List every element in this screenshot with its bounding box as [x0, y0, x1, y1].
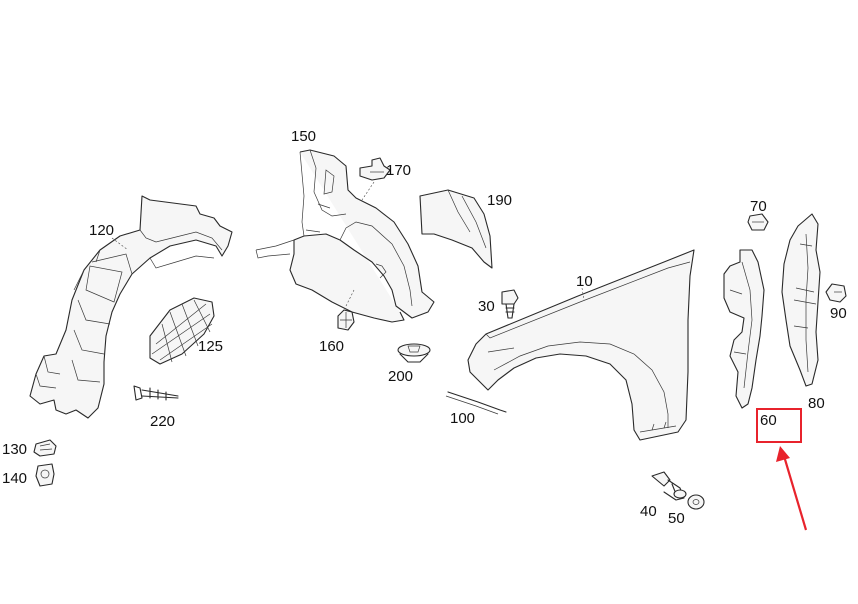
label-170: 170: [386, 162, 411, 179]
trim-strip-100[interactable]: [445, 391, 507, 415]
fastener-160[interactable]: [337, 309, 355, 331]
label-90: 90: [830, 305, 847, 322]
screw-30[interactable]: [501, 289, 519, 319]
highlight-box: [756, 408, 802, 443]
push-pin-90[interactable]: [825, 283, 847, 303]
wheel-arch-liner-150[interactable]: [255, 149, 435, 323]
label-30: 30: [478, 298, 495, 315]
label-120: 120: [89, 222, 114, 239]
clip-70[interactable]: [747, 213, 769, 231]
spreader-clip-170[interactable]: [359, 157, 391, 181]
label-40: 40: [640, 503, 657, 520]
nut-clip-140[interactable]: [35, 463, 55, 487]
leader-160: [345, 289, 355, 307]
label-100: 100: [450, 410, 475, 427]
highlight-arrow: [776, 446, 808, 531]
label-160: 160: [319, 338, 344, 355]
label-125: 125: [198, 338, 223, 355]
bolt-40[interactable]: [651, 471, 687, 501]
label-10: 10: [576, 273, 593, 290]
label-50: 50: [668, 510, 685, 527]
insulation-pad-190[interactable]: [419, 189, 493, 269]
label-150: 150: [291, 128, 316, 145]
seal-bracket-60[interactable]: [723, 249, 765, 409]
leader-120: [111, 237, 129, 251]
leader-170: [361, 181, 375, 201]
wheel-arch-liner-120[interactable]: [29, 195, 233, 419]
label-80: 80: [808, 395, 825, 412]
front-fender-10[interactable]: [467, 249, 695, 441]
label-70: 70: [750, 198, 767, 215]
grille-insert-125[interactable]: [149, 297, 215, 365]
label-190: 190: [487, 192, 512, 209]
washer-50[interactable]: [687, 494, 705, 510]
label-140: 140: [2, 470, 27, 487]
label-220: 220: [150, 413, 175, 430]
expansion-nut-200[interactable]: [397, 343, 431, 363]
label-60: 60: [760, 412, 777, 429]
label-130: 130: [2, 441, 27, 458]
bracket-80[interactable]: [781, 213, 821, 387]
clip-130[interactable]: [33, 439, 57, 457]
push-rivet-220[interactable]: [133, 385, 179, 401]
label-200: 200: [388, 368, 413, 385]
